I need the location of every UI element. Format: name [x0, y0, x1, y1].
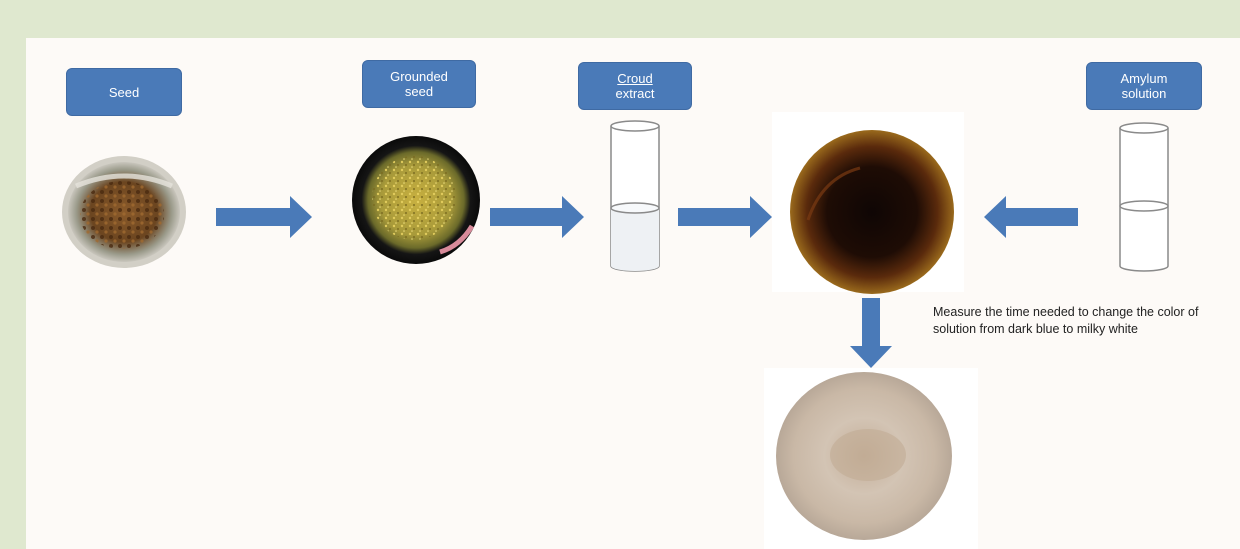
seed-label-text: Seed: [109, 85, 139, 100]
arrow-icon: [678, 196, 772, 238]
measurement-note: Measure the time needed to change the co…: [933, 304, 1233, 338]
grounded-seed-label: Grounded seed: [362, 60, 476, 108]
croud-extract-label: Croud extract: [578, 62, 692, 110]
amylum-solution-label: Amylum solution: [1086, 62, 1202, 110]
amylum-solution-label-text: Amylum solution: [1121, 71, 1168, 101]
arrow-icon: [850, 298, 892, 368]
extract-cylinder-icon: [611, 121, 659, 271]
seed-label: Seed: [66, 68, 182, 116]
grounded-seed-label-text: Grounded seed: [390, 69, 448, 99]
croud-extract-label-line2: extract: [615, 86, 654, 101]
seed-jar-photo: [62, 156, 186, 268]
ground-seed-jar-photo: [352, 136, 480, 264]
dark-solution-photo: [772, 112, 964, 294]
croud-extract-label-line1: Croud: [617, 71, 652, 86]
arrow-icon: [490, 196, 584, 238]
arrow-icon: [984, 196, 1078, 238]
amylum-cylinder-icon: [1120, 123, 1168, 271]
arrow-icon: [216, 196, 312, 238]
milky-solution-photo: [764, 368, 978, 549]
